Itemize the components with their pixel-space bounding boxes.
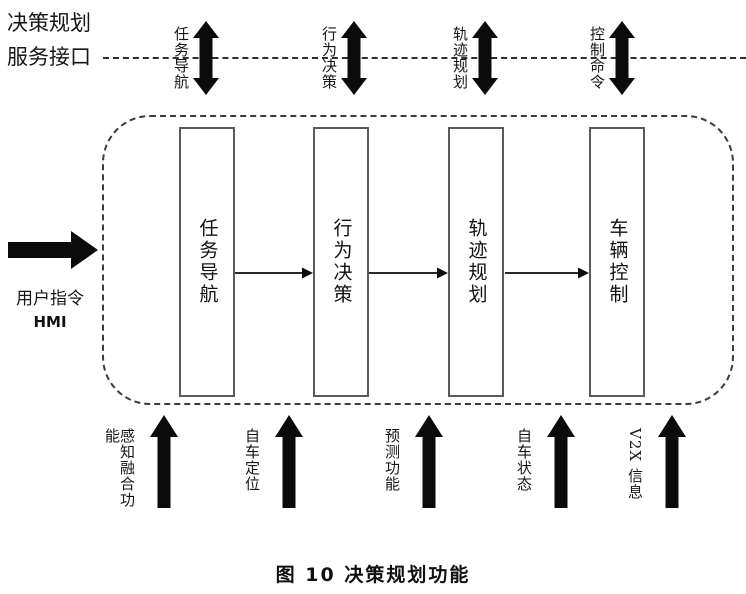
right-arrow-icon (235, 267, 313, 279)
interface-control-command: 控制命令 (588, 21, 635, 95)
module-label-trajectory-planning: 轨迹规划 (465, 218, 488, 306)
input-v2x-info: V2X 信息 (626, 415, 686, 508)
interface-label-behavior-decision: 行为决策 (320, 26, 338, 90)
interface-label-trajectory-planning: 轨迹规划 (451, 26, 469, 90)
module-label-vehicle-control: 车辆控制 (606, 218, 629, 306)
module-behavior-decision: 行为决策 (313, 127, 369, 397)
double-arrow-icon (472, 21, 498, 95)
input-label-ego-localization: 自车定位 (243, 428, 261, 492)
service-interface-title-line2: 服务接口 (7, 45, 91, 69)
figure-caption: 图 10 决策规划功能 (275, 564, 471, 586)
double-arrow-icon (341, 21, 367, 95)
up-arrow-icon (547, 415, 575, 508)
interface-task-navigation: 任务导航 (172, 21, 219, 95)
module-label-behavior-decision: 行为决策 (330, 218, 353, 306)
up-arrow-icon (150, 415, 178, 508)
up-arrow-icon (658, 415, 686, 508)
user-command-arrow-icon (8, 231, 98, 269)
input-label-prediction-function: 预测功能 (383, 428, 401, 492)
input-perception-fusion: 感知融合功能 (103, 415, 178, 508)
double-arrow-icon (193, 21, 219, 95)
input-label-perception-fusion: 感知融合功能 (103, 428, 136, 508)
user-command-label: 用户指令 (16, 289, 84, 309)
module-vehicle-control: 车辆控制 (589, 127, 645, 397)
interface-behavior-decision: 行为决策 (320, 21, 367, 95)
module-trajectory-planning: 轨迹规划 (448, 127, 504, 397)
module-task-navigation: 任务导航 (179, 127, 235, 397)
input-ego-status: 自车状态 (515, 415, 575, 508)
double-arrow-icon (609, 21, 635, 95)
right-arrow-icon (369, 267, 448, 279)
interface-trajectory-planning: 轨迹规划 (451, 21, 498, 95)
input-prediction-function: 预测功能 (383, 415, 443, 508)
interface-label-task-navigation: 任务导航 (172, 26, 190, 90)
input-ego-localization: 自车定位 (243, 415, 303, 508)
service-interface-title-line1: 决策规划 (7, 11, 91, 35)
interface-label-control-command: 控制命令 (588, 26, 606, 90)
service-interface-title: 决策规划 服务接口 (7, 6, 91, 74)
decision-planning-boundary (102, 115, 734, 405)
module-label-task-navigation: 任务导航 (196, 218, 219, 306)
input-label-v2x-info: V2X 信息 (626, 428, 644, 500)
service-interface-dashed-line (103, 57, 746, 59)
input-label-ego-status: 自车状态 (515, 428, 533, 492)
up-arrow-icon (415, 415, 443, 508)
hmi-label: HMI (33, 313, 67, 331)
right-arrow-icon (505, 267, 589, 279)
up-arrow-icon (275, 415, 303, 508)
